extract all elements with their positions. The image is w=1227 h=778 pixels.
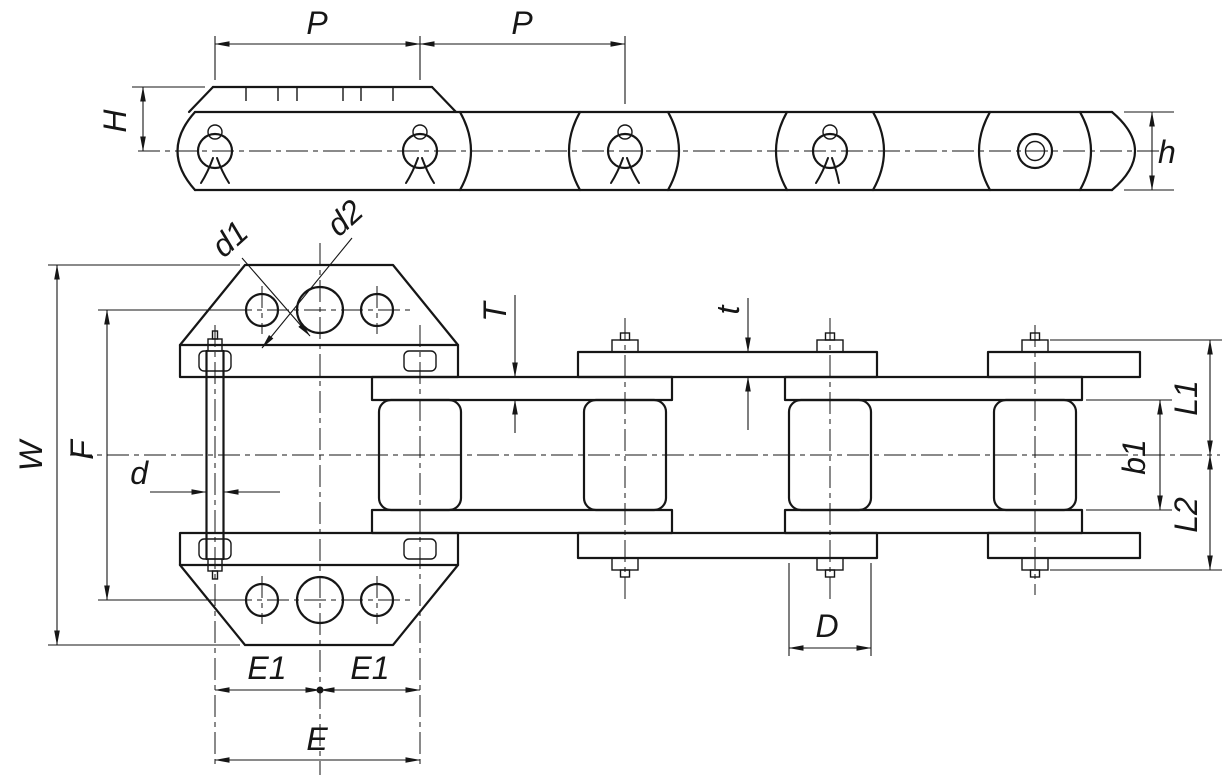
side-view: P P H h xyxy=(97,5,1176,192)
dim-attachment-height: H xyxy=(97,86,205,152)
attachment-flange-upper xyxy=(178,263,460,379)
label-pin-length-lower: L2 xyxy=(1168,497,1204,533)
label-large-hole: d2 xyxy=(319,192,370,243)
label-outer-plate-thickness: t xyxy=(710,304,746,314)
end-pin-shaft xyxy=(205,330,225,580)
label-pin-diameter: d xyxy=(130,455,149,491)
label-inner-plate-thickness: T xyxy=(477,300,513,322)
attachment-hole-small xyxy=(244,292,280,328)
leader-small-hole: d1 xyxy=(204,214,311,337)
dim-pitch-left: P xyxy=(214,5,421,80)
dim-inner-plate-thickness: T xyxy=(477,295,518,433)
pin-with-cotter xyxy=(811,124,849,184)
label-small-hole: d1 xyxy=(204,214,255,265)
label-pitch-left: P xyxy=(306,5,328,41)
dim-pin-diameter: d xyxy=(130,455,280,495)
pin-heads xyxy=(611,332,1049,578)
label-attachment-height: H xyxy=(97,109,133,133)
dim-hole-offsets: E1 E1 xyxy=(214,650,421,694)
attachment-edge-profile xyxy=(187,85,458,114)
rollers xyxy=(377,398,1078,512)
dim-plate-height: h xyxy=(1124,111,1176,191)
label-hole-offset-right: E1 xyxy=(350,650,389,686)
label-overall-width: W xyxy=(13,438,49,471)
dim-pin-lengths: L1 L2 xyxy=(1050,339,1222,571)
label-hole-span: E xyxy=(306,721,328,757)
pin-pad xyxy=(403,350,437,372)
attachment-flange-lower xyxy=(178,531,460,647)
dimension-node-dot xyxy=(316,686,324,694)
dim-overall-width: W xyxy=(13,264,240,646)
pin-pad xyxy=(403,538,437,560)
attachment-hole-large xyxy=(295,575,345,625)
label-pin-length-upper: L1 xyxy=(1168,380,1204,416)
pin-with-cotter xyxy=(401,124,439,184)
roller xyxy=(582,398,668,512)
dim-hole-span: E xyxy=(214,721,421,763)
label-pitch-right: P xyxy=(511,5,533,41)
chain-strip-outline xyxy=(176,110,1136,192)
plate-end-arcs xyxy=(458,110,1093,192)
pin-with-cotter xyxy=(606,124,644,184)
dim-pitch-right: P xyxy=(419,5,626,104)
attachment-hole-edges xyxy=(245,87,394,101)
leader-large-hole: d2 xyxy=(261,192,370,349)
pin-with-cotter xyxy=(196,124,234,184)
roller xyxy=(787,398,873,512)
end-pin xyxy=(1016,132,1054,170)
dim-hole-row-distance: F xyxy=(64,309,230,601)
dim-roller-diameter: D xyxy=(788,563,872,656)
attachment-hole-small xyxy=(359,582,395,618)
roller xyxy=(377,398,463,512)
attachment-hole-small xyxy=(359,292,395,328)
roller xyxy=(992,398,1078,512)
dim-outer-plate-thickness: t xyxy=(710,298,751,430)
label-roller-diameter: D xyxy=(815,608,838,644)
link-plates xyxy=(370,350,1142,560)
label-inner-width: b1 xyxy=(1116,439,1152,475)
attachment-hole-large xyxy=(295,285,345,335)
attachment-hole-small xyxy=(244,582,280,618)
dim-inner-width: b1 xyxy=(1086,399,1172,511)
label-plate-height: h xyxy=(1158,134,1176,170)
label-hole-offset-left: E1 xyxy=(247,650,286,686)
label-hole-row-distance: F xyxy=(64,438,100,460)
plan-view: d1 d2 W F d T xyxy=(13,192,1222,775)
